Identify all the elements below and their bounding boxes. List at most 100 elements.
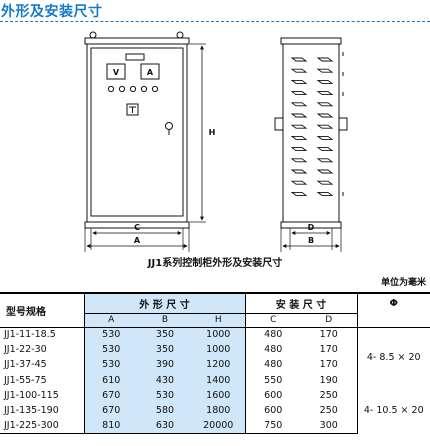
louver-slot (290, 135, 308, 140)
cell-b: 350 (138, 342, 192, 358)
header-a: A (84, 312, 138, 327)
unit-note: 单位为毫米 (380, 278, 426, 288)
cell-hole-spec: 4- 10.5 × 20 (363, 405, 424, 417)
louver-slot (316, 180, 334, 185)
front-view (84, 31, 206, 252)
cabinet-top-cap (84, 37, 190, 45)
louver-slot (316, 57, 334, 62)
louver-slot (290, 124, 308, 129)
selector-switch (126, 103, 139, 116)
side-view (274, 37, 348, 252)
lifting-eye-right (176, 31, 184, 39)
bracket-right (339, 117, 348, 131)
indicator-lamp (151, 85, 159, 93)
cell-model: JJ1-37-45 (0, 357, 85, 373)
dim-c-label: C (134, 223, 140, 232)
cell-a: 530 (84, 342, 138, 358)
indicator-lamp (140, 85, 148, 93)
cell-c: 480 (264, 344, 283, 356)
louver-slot (316, 169, 334, 174)
header-c: C (245, 312, 301, 327)
cell-a: 530 (84, 357, 138, 373)
louver-slot (316, 113, 334, 118)
voltmeter (106, 63, 126, 80)
cell-b: 530 (138, 387, 192, 403)
louver-slot (316, 68, 334, 73)
header-h: H (192, 312, 246, 327)
door-lock-icon (165, 122, 173, 130)
cell-d: 250 (301, 402, 358, 419)
louver-slot (290, 158, 308, 163)
indicator-lamp (129, 85, 137, 93)
cell-c: 480 (264, 359, 283, 371)
side-base (280, 221, 342, 229)
ammeter (140, 63, 160, 80)
nameplate (125, 53, 145, 61)
cell-a: 610 (84, 372, 138, 388)
cell-h: 1200 (192, 357, 246, 373)
header-hole-blank (357, 313, 430, 327)
ammeter-label: A (147, 68, 154, 77)
dim-a-label: A (134, 236, 141, 245)
cell-c: 480 (245, 326, 301, 343)
cell-h: 1000 (192, 326, 246, 343)
cell-c: 600 (264, 389, 283, 401)
cell-hole-spec: 4- 8.5 × 20 (357, 326, 430, 388)
cell-h: 1000 (192, 342, 246, 358)
louver-slot (290, 57, 308, 62)
cell-d: 190 (301, 372, 358, 388)
louver-slot (290, 79, 308, 84)
cell-c: 750 (245, 418, 301, 434)
louver-slot (316, 158, 334, 163)
cell-h: 1800 (192, 402, 246, 419)
cell-b: 390 (138, 357, 192, 373)
cell-b: 350 (138, 326, 192, 343)
cell-b: 430 (138, 372, 192, 388)
bracket-left (274, 117, 283, 131)
cell-a: 530 (84, 326, 138, 343)
louver-slot (316, 147, 334, 152)
dim-b-label: B (308, 236, 314, 245)
louver-slot (290, 91, 308, 96)
header-b: B (138, 312, 192, 327)
cell-d: 170 (301, 357, 358, 373)
cell-a: 810 (84, 418, 138, 434)
title-divider (0, 21, 430, 22)
louver-slot (290, 191, 308, 196)
header-outline: 外 形 尺 寸 (84, 292, 245, 313)
cell-b: 580 (138, 402, 192, 419)
figure-caption: JJ1系列控制柜外形及安装尺寸 (147, 258, 283, 269)
cell-model: JJ1-22-30 (0, 342, 85, 358)
cell-b: 630 (138, 418, 192, 434)
indicator-lamp (118, 85, 126, 93)
cell-h: 1600 (192, 387, 246, 403)
dim-h-label: H (209, 128, 216, 137)
louver-slot (316, 102, 334, 107)
cell-h: 20000 (192, 418, 246, 434)
table-group-header: 型号规格 外 形 尺 寸 安 装 尺 寸 Φ (0, 292, 430, 327)
cell-h: 1400 (192, 372, 246, 388)
header-hole: Φ (357, 292, 430, 313)
side-top-cap (280, 37, 342, 45)
louver-slot (290, 68, 308, 73)
cell-d: 170 (301, 326, 358, 343)
indicator-lamp (107, 85, 115, 93)
louver-slot (290, 169, 308, 174)
header-d: D (301, 312, 358, 327)
louver-slot (316, 135, 334, 140)
header-install: 安 装 尺 寸 (244, 292, 358, 313)
page-title: 外形及安装尺寸 (1, 4, 103, 20)
ventilation-louvers (290, 57, 334, 196)
lifting-eye-left (89, 31, 97, 39)
louver-slot (316, 91, 334, 96)
louver-slot (290, 147, 308, 152)
cell-model: JJ1-11-18.5 (0, 326, 85, 343)
cell-a: 670 (84, 387, 138, 403)
table-sub-header: A B H C D (0, 312, 430, 327)
